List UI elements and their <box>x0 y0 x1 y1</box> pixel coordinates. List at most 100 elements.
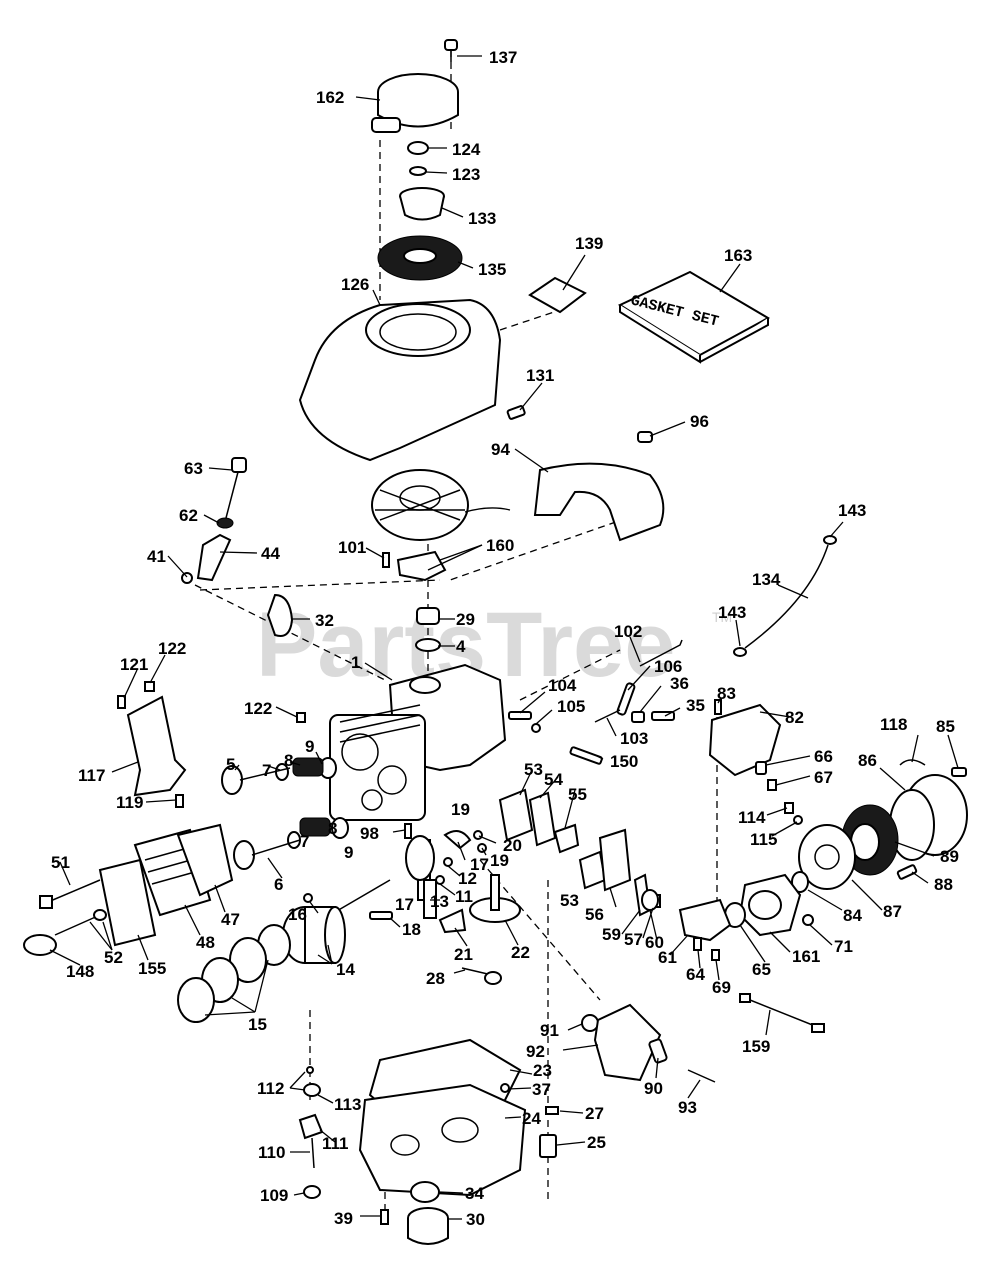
callout-25: 25 <box>587 1133 606 1152</box>
part-66-spring <box>755 761 767 775</box>
callout-55: 55 <box>568 785 587 804</box>
part-30-bearing <box>407 1207 449 1245</box>
callout-115: 115 <box>750 830 777 849</box>
callout-57: 57 <box>624 930 643 949</box>
callout-96: 96 <box>690 412 709 431</box>
part-12-screw <box>443 857 453 867</box>
part-56-plate <box>598 828 632 892</box>
callout-9-lower: 9 <box>344 843 353 862</box>
callout-65: 65 <box>752 960 771 979</box>
part-16-retainer <box>303 893 313 903</box>
callout-131: 131 <box>526 366 554 385</box>
callout-134: 134 <box>752 570 781 589</box>
callout-126: 126 <box>341 275 369 294</box>
part-123-washer <box>409 166 427 176</box>
callout-162: 162 <box>316 88 344 107</box>
part-83-screw <box>714 699 722 715</box>
callout-94: 94 <box>491 440 510 459</box>
callout-86: 86 <box>858 751 877 770</box>
part-104-screw <box>508 711 532 720</box>
callout-44: 44 <box>261 544 280 563</box>
part-17-bearing <box>443 830 472 850</box>
part-133-starter-cup <box>399 187 445 221</box>
part-67-screw <box>767 779 777 791</box>
callout-labels: 137 162 124 123 133 135 139 163 126 131 … <box>51 48 959 1229</box>
part-54-breather <box>528 791 557 847</box>
part-124-nut <box>407 141 429 155</box>
callout-118: 118 <box>880 715 907 734</box>
callout-92: 92 <box>526 1042 545 1061</box>
part-106-lever <box>616 682 636 716</box>
callout-21: 21 <box>454 945 473 964</box>
callout-113: 113 <box>334 1095 361 1114</box>
callout-64: 64 <box>686 965 705 984</box>
part-69-screw <box>711 949 720 961</box>
callout-102: 102 <box>614 622 642 641</box>
part-150-screw <box>569 746 603 765</box>
callout-122-mid: 122 <box>244 699 272 718</box>
part-109-washer <box>303 1185 321 1199</box>
callout-35: 35 <box>686 696 705 715</box>
callout-59: 59 <box>602 925 621 944</box>
part-94-cylinder-baffle <box>533 462 665 542</box>
part-25-plate <box>539 1134 557 1158</box>
callout-84: 84 <box>843 906 862 925</box>
callout-122-top: 122 <box>158 639 186 658</box>
callout-106: 106 <box>654 657 682 676</box>
callout-47: 47 <box>221 910 240 929</box>
callout-28: 28 <box>426 969 445 988</box>
callout-24: 24 <box>522 1109 541 1128</box>
part-155-head-gasket <box>98 858 157 947</box>
callout-93: 93 <box>678 1098 697 1117</box>
part-113-gear <box>303 1083 321 1097</box>
callout-61: 61 <box>658 948 677 967</box>
callout-148: 148 <box>66 962 94 981</box>
callout-161: 161 <box>792 947 820 966</box>
callout-109: 109 <box>260 1186 288 1205</box>
callout-8-upper: 8 <box>284 751 293 770</box>
callout-18: 18 <box>402 920 421 939</box>
callout-7-upper: 7 <box>262 761 271 780</box>
part-102-governor-link <box>639 639 683 667</box>
callout-54: 54 <box>544 770 563 789</box>
callout-135: 135 <box>478 260 506 279</box>
part-24-oil-sump <box>358 1083 527 1197</box>
part-143-clamp-bottom <box>733 647 747 657</box>
callout-117: 117 <box>78 766 105 785</box>
callout-37: 37 <box>532 1080 551 1099</box>
part-34-oil-seal <box>410 1181 440 1203</box>
callout-8-lower: 8 <box>328 819 337 838</box>
part-41-screw <box>181 572 193 584</box>
part-64-screw <box>693 937 702 951</box>
callout-98: 98 <box>360 824 379 843</box>
part-15-piston-rings <box>177 924 291 1023</box>
callout-111: 111 <box>322 1134 349 1153</box>
callout-85: 85 <box>936 717 955 736</box>
callout-104: 104 <box>548 676 577 695</box>
leader-lines <box>49 55 959 1220</box>
callout-82: 82 <box>785 708 804 727</box>
part-137-screw <box>444 39 458 62</box>
part-8-spring-upper <box>292 757 324 777</box>
part-161-carburetor <box>738 873 802 937</box>
part-82-control-bracket <box>708 703 782 777</box>
callout-2: 19 <box>451 800 470 819</box>
part-22-camshaft-gear <box>469 874 521 923</box>
callout-36: 36 <box>670 674 689 693</box>
part-139-decal <box>528 276 587 314</box>
part-1-cylinder-block <box>329 663 507 821</box>
callout-103: 103 <box>620 729 648 748</box>
callout-5: 5 <box>226 755 235 774</box>
callout-15: 15 <box>248 1015 267 1034</box>
part-112-pin <box>306 1066 314 1074</box>
part-4-seal <box>415 638 441 652</box>
part-60-gasket <box>641 889 659 911</box>
part-93-screw <box>687 1069 716 1083</box>
callout-63: 63 <box>184 459 203 478</box>
part-61-intake-elbow <box>678 898 732 942</box>
part-9-retainer-lower <box>331 817 349 839</box>
part-86-air-cleaner-cover <box>889 774 968 861</box>
part-119-screw <box>175 794 184 808</box>
part-13-crankshaft <box>405 835 437 919</box>
callout-69: 69 <box>712 978 731 997</box>
